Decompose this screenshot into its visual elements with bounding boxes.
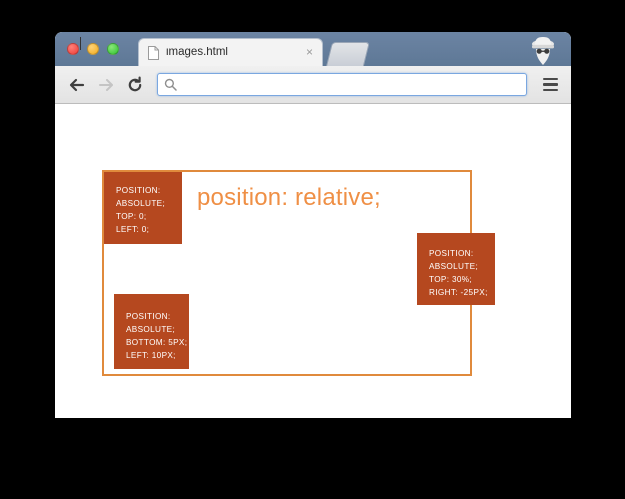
box-line: TOP: 30%;	[429, 274, 473, 284]
new-tab-button[interactable]	[326, 42, 370, 66]
maximize-window-button[interactable]	[107, 43, 119, 55]
browser-toolbar	[55, 37, 571, 104]
window-controls	[67, 43, 119, 55]
box-line: POSITION:	[126, 312, 171, 321]
box-line: ABSOLUTE;	[116, 199, 166, 208]
relative-container: position: relative; POSITION: ABSOLUTE; …	[102, 170, 495, 376]
forward-arrow-icon[interactable]	[96, 75, 116, 95]
browser-title-bar: images.html ×	[55, 32, 571, 66]
box-line: POSITION:	[429, 248, 474, 258]
back-arrow-icon[interactable]	[67, 75, 87, 95]
absolute-box-top-left: POSITION: ABSOLUTE; TOP: 0; LEFT: 0;	[104, 172, 182, 244]
url-input[interactable]	[80, 37, 527, 96]
tab-title: images.html	[166, 46, 228, 58]
box-line: ABSOLUTE;	[126, 325, 176, 334]
browser-window: images.html ×	[55, 32, 571, 418]
box-line: LEFT: 10PX;	[126, 351, 176, 360]
page-content: position: relative; POSITION: ABSOLUTE; …	[55, 104, 571, 417]
incognito-icon	[524, 34, 562, 66]
box-line: RIGHT: -25PX;	[429, 287, 488, 297]
search-icon	[164, 78, 177, 91]
close-window-button[interactable]	[67, 43, 79, 55]
close-tab-icon[interactable]: ×	[305, 45, 313, 59]
browser-tab-active[interactable]: images.html ×	[138, 38, 323, 66]
box-line: POSITION:	[116, 186, 161, 195]
hamburger-menu-icon[interactable]	[539, 74, 561, 96]
absolute-box-bottom-left: POSITION: ABSOLUTE; BOTTOM: 5PX; LEFT: 1…	[114, 294, 189, 369]
minimize-window-button[interactable]	[87, 43, 99, 55]
text-cursor	[80, 37, 81, 50]
box-line: ABSOLUTE;	[429, 261, 479, 271]
box-line: LEFT: 0;	[116, 225, 150, 234]
reload-icon[interactable]	[125, 75, 145, 95]
absolute-box-right: POSITION: ABSOLUTE; TOP: 30%; RIGHT: -25…	[417, 232, 495, 305]
box-line: TOP: 0;	[116, 212, 147, 221]
box-line: BOTTOM: 5PX;	[126, 338, 188, 347]
relative-container-title: position: relative;	[197, 184, 381, 211]
page-icon	[148, 45, 159, 60]
